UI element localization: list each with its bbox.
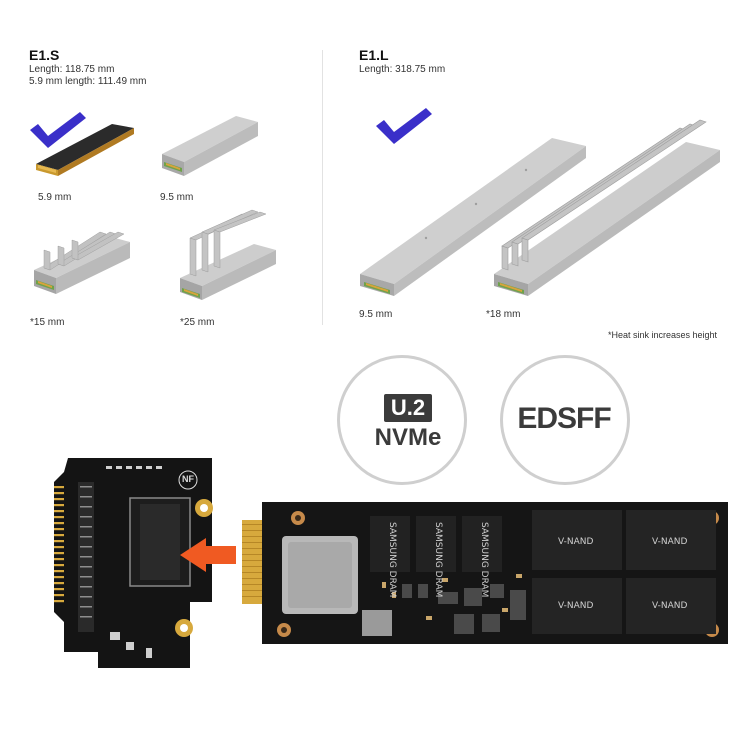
nf-mark: NF <box>182 474 194 484</box>
heatsink-note: *Heat sink increases height <box>608 330 718 340</box>
e1s-caption-15: *15 mm <box>30 317 65 328</box>
adapter-board <box>54 458 213 668</box>
e1s-title: E1.S <box>29 47 60 63</box>
e1s-length: Length: 118.75 mm <box>29 64 115 75</box>
chip-label: V-NAND <box>558 537 593 547</box>
e1l-18mm-module <box>494 119 720 296</box>
checkmark-icon <box>376 108 432 144</box>
e1l-length: Length: 318.75 mm <box>359 64 446 75</box>
chip-label: SAMSUNG DRAM <box>479 522 489 597</box>
e1s-5-9mm-module <box>36 124 134 176</box>
e1s-alt-length: 5.9 mm length: 111.49 mm <box>29 76 147 87</box>
e1s-9-5mm-module <box>162 116 258 176</box>
section-divider <box>322 50 323 325</box>
chip-label: SAMSUNG DRAM <box>387 522 397 597</box>
e1s-15mm-module <box>34 231 130 294</box>
e1l-9-5mm-module <box>360 138 586 296</box>
e1l-caption-9-5: 9.5 mm <box>359 309 393 320</box>
e1s-caption-5-9: 5.9 mm <box>38 192 72 203</box>
e1l-title: E1.L <box>359 47 389 63</box>
e1s-caption-9-5: 9.5 mm <box>160 192 194 203</box>
chip-label: V-NAND <box>558 601 593 611</box>
u2-logo-text: U.2 <box>384 394 432 422</box>
arrow-right-icon <box>180 538 236 572</box>
chip-label: SAMSUNG DRAM <box>433 522 443 597</box>
e1s-caption-25: *25 mm <box>180 317 215 328</box>
ssd-board: SAMSUNG DRAM SAMSUNG DRAM SAMSUNG DRAM V… <box>242 502 728 644</box>
e1s-25mm-module <box>180 209 276 300</box>
checkmark-icon <box>30 112 86 148</box>
chip-label: V-NAND <box>652 537 687 547</box>
nvme-logo-text: NVMe <box>374 424 442 451</box>
chip-label: V-NAND <box>652 601 687 611</box>
e1l-caption-18: *18 mm <box>486 309 521 320</box>
edsff-logo-text: EDSFF <box>517 402 611 435</box>
edsff-logo <box>500 355 630 485</box>
